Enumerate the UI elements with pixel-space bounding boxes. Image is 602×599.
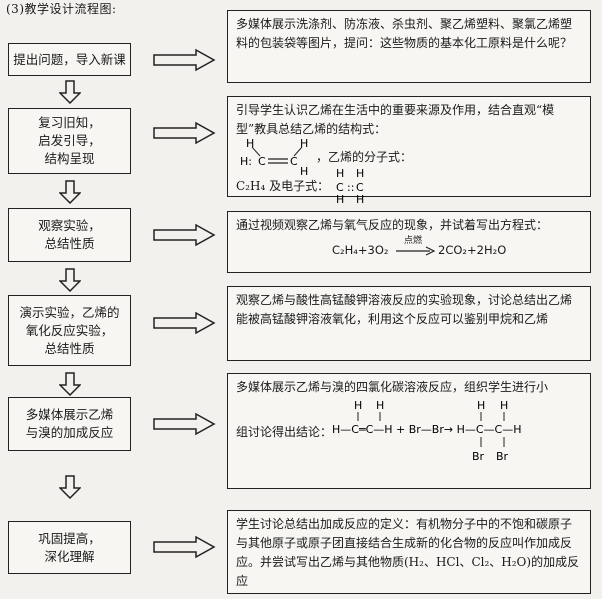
svg-text:C: C: [258, 155, 266, 168]
down-arrow-2: [59, 180, 81, 204]
step-4-text: 观察乙烯与酸性高锰酸钾溶液反应的实验现象，讨论总结出乙烯能被高锰酸钾溶液氧化，利…: [236, 293, 573, 326]
step-6-text: 学生讨论总结出加成反应的定义：有机物分子中的不饱和碳原子与其他原子或原子团直接结…: [236, 517, 580, 588]
step-6-desc: 学生讨论总结出加成反应的定义：有机物分子中的不饱和碳原子与其他原子或原子团直接结…: [227, 510, 591, 594]
svg-text:Br: Br: [496, 450, 509, 463]
electron-formula-label: C₂H₄ 及电子式：: [236, 179, 330, 193]
step-1-desc: 多媒体展示洗涤剂、防冻液、杀虫剂、聚乙烯塑料、聚氯乙烯塑料的包装袋等图片，提问：…: [227, 10, 591, 83]
svg-text:H: H: [300, 165, 308, 177]
molecular-formula-label: ，乙烯的分子式：: [316, 150, 413, 164]
ethylene-structural-formula: H: C C H H H: [240, 139, 308, 177]
svg-text:::: ::: [347, 181, 354, 194]
svg-text:H:: H:: [240, 155, 252, 168]
right-arrow-2: [152, 121, 216, 145]
flowchart-heading: (3)教学设计流程图:: [6, 2, 117, 16]
svg-text:H: H: [376, 399, 384, 412]
step-5-desc: 多媒体展示乙烯与溴的四氯化碳溶液反应，组织学生进行小 组讨论得出结论： H H H…: [227, 373, 591, 489]
svg-text:H: H: [500, 399, 508, 412]
svg-text:H: H: [356, 193, 364, 203]
right-arrow-3: [152, 223, 216, 247]
svg-text:H: H: [246, 139, 254, 150]
step-1-text: 多媒体展示洗涤剂、防冻液、杀虫剂、聚乙烯塑料、聚氯乙烯塑料的包装袋等图片，提问：…: [236, 17, 573, 50]
eq-reactants: C₂H₄+3O₂: [332, 243, 389, 257]
right-arrow-1: [152, 48, 216, 72]
bromine-addition-equation: H H H—C═C—H + Br—Br→ H—C—C—H H H Br Br: [332, 399, 522, 463]
step-4-box: 演示实验，乙烯的 氧化反应实验， 总结性质: [8, 295, 131, 366]
step-5-text-a: 多媒体展示乙烯与溴的四氯化碳溶液反应，组织学生进行小: [236, 380, 549, 394]
svg-text:C: C: [290, 155, 298, 168]
step-2-box: 复习旧知， 启发引导， 结构呈现: [8, 108, 131, 174]
step-3-text: 通过视频观察乙烯与氧气反应的现象，并试着写出方程式：: [236, 218, 549, 232]
step-2-desc: 引导学生认识乙烯在生活中的重要来源及作用，结合直观“模型”教具总结乙烯的结构式：…: [227, 96, 591, 203]
right-arrow-5: [152, 412, 216, 436]
svg-text:Br: Br: [472, 450, 485, 463]
svg-text:H: H: [300, 139, 308, 150]
eq-yield-arrow: [396, 246, 436, 256]
svg-text:H: H: [336, 193, 344, 203]
step-5-text-b: 组讨论得出结论：: [236, 425, 333, 439]
step-1-box: 提出问题，导入新课: [8, 43, 131, 76]
svg-text:H: H: [477, 399, 485, 412]
svg-text:H: H: [336, 169, 344, 180]
bromine-addition-row: 组讨论得出结论： H H H—C═C—H + Br—Br→ H—C—C—H H H …: [236, 397, 582, 481]
down-arrow-1: [59, 80, 81, 104]
right-arrow-6: [152, 535, 216, 559]
ethylene-structural-formula-row: H: C C H H H ，乙烯的分子式：: [236, 139, 582, 177]
step-6-box: 巩固提高， 深化理解: [8, 521, 131, 574]
eq-condition: 点燃: [404, 236, 423, 246]
step-3-desc: 通过视频观察乙烯与氧气反应的现象，并试着写出方程式： C₂H₄+3O₂ 点燃 2…: [227, 211, 591, 273]
eq-products: 2CO₂+2H₂O: [438, 243, 507, 257]
down-arrow-3: [59, 268, 81, 292]
down-arrow-4: [59, 372, 81, 396]
combustion-equation: C₂H₄+3O₂ 点燃 2CO₂+2H₂O: [332, 235, 582, 259]
svg-text:H—C═C—H + Br—Br→ H—C—C—H: H—C═C—H + Br—Br→ H—C—C—H: [332, 423, 522, 436]
right-arrow-4: [152, 311, 216, 335]
step-4-desc: 观察乙烯与酸性高锰酸钾溶液反应的实验现象，讨论总结出乙烯能被高锰酸钾溶液氧化，利…: [227, 286, 591, 361]
step-3-box: 观察实验， 总结性质: [8, 208, 131, 262]
svg-text:H: H: [354, 399, 362, 412]
svg-text:C: C: [336, 181, 344, 194]
step-2-text-a: 引导学生认识乙烯在生活中的重要来源及作用，结合直观“模型”教具总结乙烯的结构式：: [236, 103, 555, 136]
svg-text:H: H: [356, 169, 364, 180]
step-5-box: 多媒体展示乙烯 与溴的加成反应: [8, 397, 131, 451]
svg-text:C: C: [356, 181, 364, 194]
down-arrow-5: [59, 475, 81, 499]
